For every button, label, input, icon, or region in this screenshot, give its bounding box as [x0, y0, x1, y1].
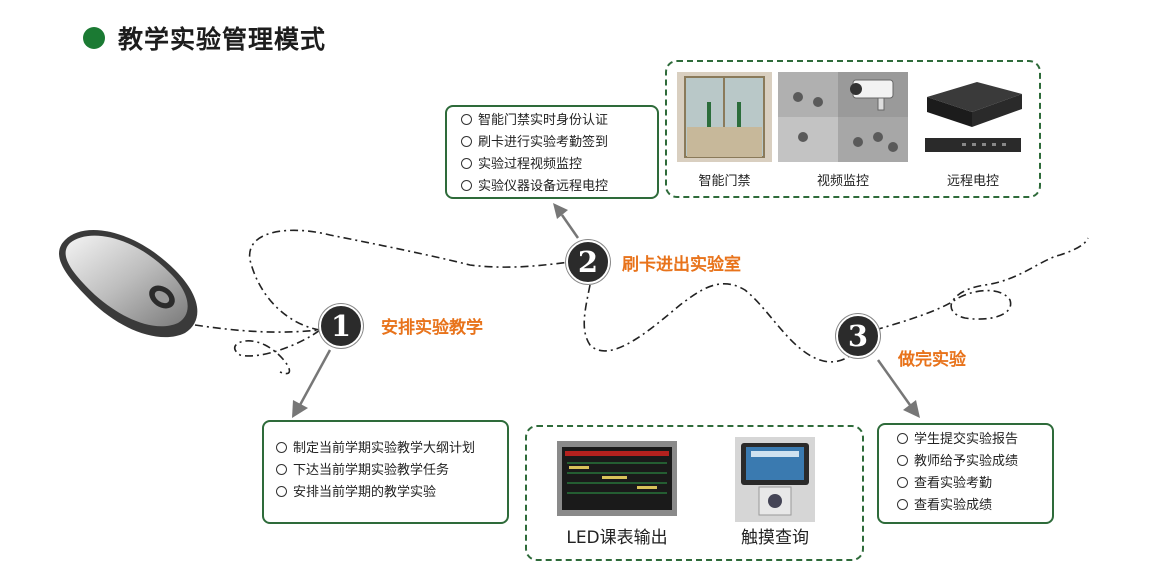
touch-kiosk-photo: [735, 437, 815, 522]
circle-bullet-icon: [461, 180, 472, 191]
step-3-label: 做完实验: [898, 350, 966, 370]
circle-bullet-icon: [461, 114, 472, 125]
top-photo-panel: 智能门禁 视频监控 远程电控: [665, 60, 1041, 198]
list-item: 智能门禁实时身份认证: [461, 110, 657, 132]
list-item: 制定当前学期实验教学大纲计划: [276, 438, 507, 460]
bottom-photo-panel: LED课表输出 触摸查询: [525, 425, 864, 561]
circle-bullet-icon: [276, 486, 287, 497]
circle-bullet-icon: [897, 455, 908, 466]
arrow-step1: [298, 349, 332, 406]
step-1-label: 安排实验教学: [381, 318, 483, 338]
list-item: 查看实验成绩: [897, 495, 1052, 517]
list-item: 实验仪器设备远程电控: [461, 176, 657, 198]
step-3-feature-box: 学生提交实验报告 教师给予实验成绩 查看实验考勤 查看实验成绩: [877, 423, 1054, 524]
circle-bullet-icon: [461, 158, 472, 169]
circle-bullet-icon: [897, 477, 908, 488]
list-item: 查看实验考勤: [897, 473, 1052, 495]
step-2-label: 刷卡进出实验室: [622, 255, 741, 275]
circle-bullet-icon: [461, 136, 472, 147]
computer-mouse-icon: [59, 230, 198, 338]
list-item: 实验过程视频监控: [461, 154, 657, 176]
list-item: 教师给予实验成绩: [897, 451, 1052, 473]
list-item: 学生提交实验报告: [897, 429, 1052, 451]
list-item: 刷卡进行实验考勤签到: [461, 132, 657, 154]
caption-touch-kiosk: 触摸查询: [741, 528, 809, 548]
led-schedule-photo: [557, 441, 677, 516]
smart-door-photo: [677, 72, 772, 162]
list-item: 安排当前学期的教学实验: [276, 482, 507, 504]
page-title: 教学实验管理模式: [118, 25, 327, 54]
list-item: 下达当前学期实验教学任务: [276, 460, 507, 482]
video-monitor-photo: [778, 72, 908, 162]
circle-bullet-icon: [897, 499, 908, 510]
caption-smart-door: 智能门禁: [698, 174, 751, 189]
circle-bullet-icon: [276, 442, 287, 453]
circle-bullet-icon: [897, 433, 908, 444]
title-bullet-icon: [83, 27, 105, 49]
caption-video-monitor: 视频监控: [816, 174, 869, 189]
arrow-step3: [876, 359, 912, 406]
caption-remote-control: 远程电控: [946, 174, 999, 189]
step-2-badge: 2: [566, 240, 610, 284]
arrow-step2: [560, 214, 580, 239]
caption-led-schedule: LED课表输出: [566, 528, 668, 548]
step-2-feature-box: 智能门禁实时身份认证 刷卡进行实验考勤签到 实验过程视频监控 实验仪器设备远程电…: [445, 105, 659, 199]
step-1-badge: 1: [319, 304, 363, 348]
circle-bullet-icon: [276, 464, 287, 475]
step-1-feature-box: 制定当前学期实验教学大纲计划 下达当前学期实验教学任务 安排当前学期的教学实验: [262, 420, 509, 524]
step-3-badge: 3: [836, 314, 880, 358]
remote-control-photo: [917, 72, 1029, 162]
